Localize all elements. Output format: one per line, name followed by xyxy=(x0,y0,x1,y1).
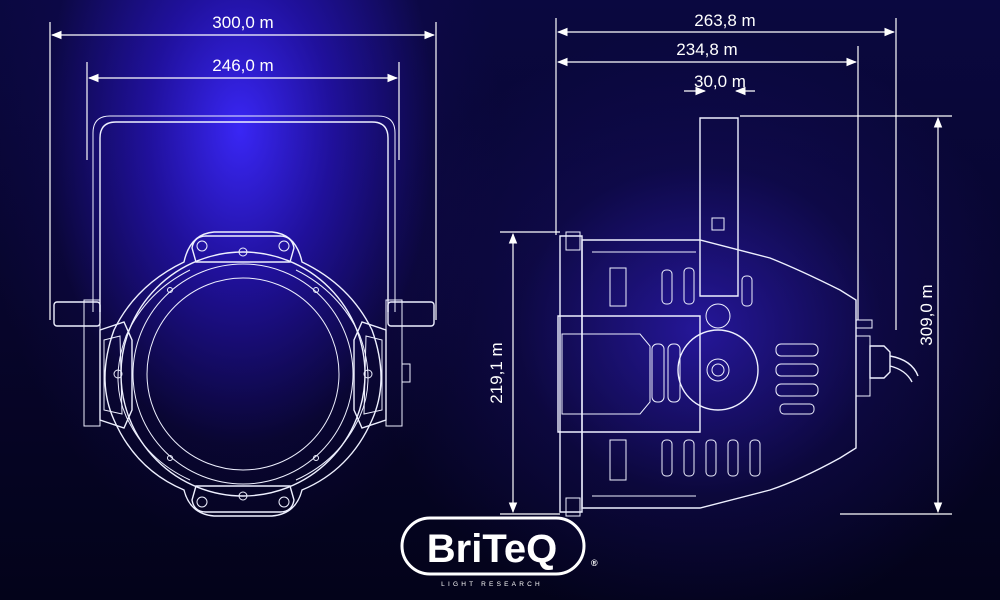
handle-grip-right xyxy=(363,335,383,415)
screw xyxy=(278,496,290,508)
side-dimensions: 263,8 m 234,8 m 30,0 m 219,1 m 309,0 m xyxy=(487,11,952,515)
dimension-label-height-overall: 309,0 m xyxy=(917,284,936,345)
top-mount-plate xyxy=(191,235,295,263)
housing-seam xyxy=(592,251,696,497)
fixture-body xyxy=(104,231,382,517)
pivot-left xyxy=(113,369,123,379)
tilt-lock-right xyxy=(401,363,411,383)
logo-registered-mark: ® xyxy=(591,558,598,568)
center-fin xyxy=(667,343,681,403)
dimension-label-width-body: 246,0 m xyxy=(212,56,273,75)
front-bezel xyxy=(559,235,583,513)
yoke-knob-right xyxy=(387,301,435,327)
yoke-arm xyxy=(699,117,739,297)
handle-grip-left xyxy=(103,335,123,415)
dimension-label-depth-overall: 263,8 m xyxy=(694,11,755,30)
dimension-label-height-body: 219,1 m xyxy=(487,342,506,403)
logo-wordmark: BriTeQ xyxy=(427,527,557,571)
bracket-plate-left xyxy=(83,299,101,427)
lens-ring-inner xyxy=(146,277,340,471)
screw xyxy=(278,240,290,252)
lens-ring-mid xyxy=(132,263,354,485)
pivot-center xyxy=(706,358,730,382)
side-view-fixture xyxy=(557,117,919,517)
center-band xyxy=(557,315,701,433)
logo-tagline: LIGHT RESEARCH xyxy=(441,581,543,588)
pivot-hub xyxy=(677,329,759,411)
screw xyxy=(313,455,319,461)
bottom-mount-plate xyxy=(191,485,295,513)
yoke-slot xyxy=(711,217,725,231)
screw xyxy=(167,287,173,293)
pivot-bolt xyxy=(711,363,725,377)
yoke-outer xyxy=(99,121,389,312)
cable-gland-plate xyxy=(855,335,871,397)
screw xyxy=(167,455,173,461)
screw xyxy=(313,287,319,293)
screw xyxy=(196,496,208,508)
pivot-right xyxy=(363,369,373,379)
dimension-label-bracket: 30,0 m xyxy=(694,72,746,91)
bezel-clip xyxy=(565,231,581,251)
bezel-clip xyxy=(565,497,581,517)
screw xyxy=(238,247,248,257)
screw xyxy=(196,240,208,252)
bracket-plate-right xyxy=(385,299,403,427)
center-fin xyxy=(651,343,665,403)
yoke-inner xyxy=(92,115,396,312)
yoke-knob xyxy=(705,303,731,329)
cooling-fins-bottom xyxy=(609,439,761,481)
screw xyxy=(238,491,248,501)
cable-gland xyxy=(869,345,891,379)
power-cable xyxy=(889,355,919,383)
dimension-label-width-overall: 300,0 m xyxy=(212,13,273,32)
body-inner-rim xyxy=(117,269,369,481)
dimension-label-depth-body: 234,8 m xyxy=(676,40,737,59)
cooling-fins-top xyxy=(609,267,753,307)
connector-stub xyxy=(855,319,873,329)
front-view-fixture xyxy=(53,115,435,517)
center-panel xyxy=(561,333,651,415)
front-dimensions: 300,0 m 246,0 m xyxy=(49,13,437,320)
brand-logo: BriTeQ ® LIGHT RESEARCH xyxy=(400,516,598,588)
logo-outline xyxy=(400,516,586,576)
housing xyxy=(581,239,857,509)
rear-vents xyxy=(775,343,819,415)
